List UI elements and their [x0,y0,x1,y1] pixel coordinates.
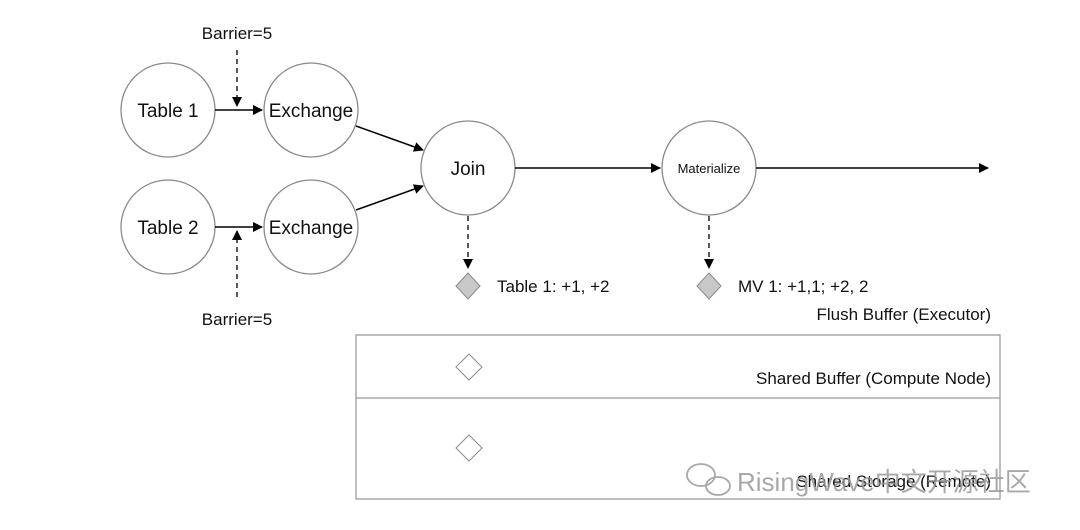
node-exchange-2-label: Exchange [269,218,354,239]
flush-buffer-label: Flush Buffer (Executor) [817,305,991,324]
node-table-1-label: Table 1 [137,101,198,122]
wechat-logo-icon [686,463,731,496]
node-exchange-2: Exchange [263,179,359,275]
barrier-bottom-label: Barrier=5 [202,310,272,329]
watermark: RisingWave中文开源社区 [686,463,1031,497]
node-materialize: Materialize [661,120,757,216]
node-table-1: Table 1 [120,62,216,158]
watermark-text: RisingWave中文开源社区 [737,467,1031,497]
mv-state-diamond-icon [696,272,722,300]
shared-buffer-label: Shared Buffer (Compute Node) [756,369,991,388]
shared-storage-label: Shared Storage (Remote) [796,472,991,491]
join-state-label: Table 1: +1, +2 [497,277,609,296]
node-materialize-label: Materialize [678,161,741,176]
join-state-diamond-icon [455,272,481,300]
node-join: Join [420,120,516,216]
barrier-top-label: Barrier=5 [202,24,272,43]
shared-storage-diamond-icon [455,434,483,462]
node-exchange-1: Exchange [263,62,359,158]
node-table-2: Table 2 [120,179,216,275]
edge-exchange2-join [355,184,424,211]
mv-state-label: MV 1: +1,1; +2, 2 [738,277,868,296]
node-join-label: Join [451,159,486,180]
node-exchange-1-label: Exchange [269,101,354,122]
shared-buffer-diamond-icon [455,353,483,381]
node-table-2-label: Table 2 [137,218,198,239]
edge-exchange1-join [355,125,424,152]
